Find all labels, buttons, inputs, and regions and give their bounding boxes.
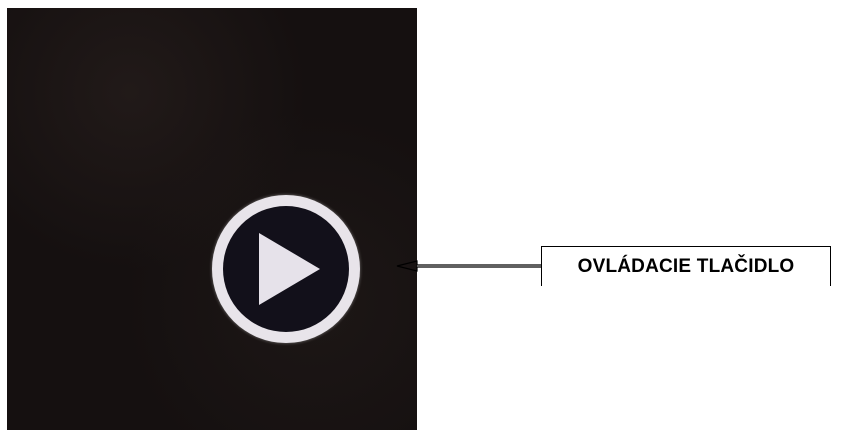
play-button[interactable] [212, 195, 360, 343]
callout-label: OVLÁDACIE TLAČIDLO [577, 256, 795, 277]
play-icon [259, 233, 320, 305]
play-button-face [223, 206, 349, 332]
callout-box: OVLÁDACIE TLAČIDLO [541, 246, 831, 286]
pointer-arrow [396, 260, 543, 272]
device-photo [7, 8, 417, 430]
